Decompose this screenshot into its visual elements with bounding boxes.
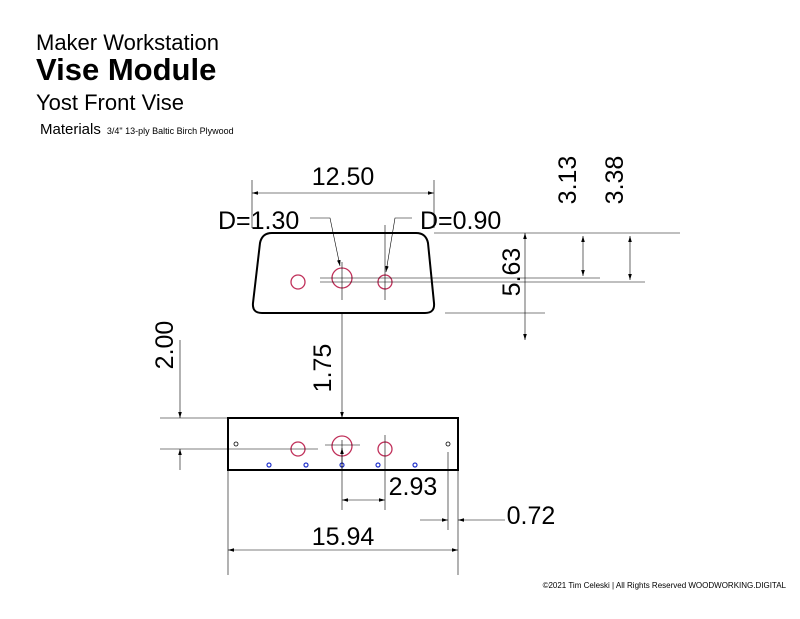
materials: Materials 3/4" 13-ply Baltic Birch Plywoo… [40,121,234,138]
materials-label: Materials [40,121,101,138]
dim-2-93: 2.93 [389,473,438,501]
dim-d-1-30: D=1.30 [218,207,299,235]
dim-5-63: 5.63 [498,248,526,297]
copyright: ©2021 Tim Celeski | All Rights Reserved … [542,581,786,590]
dim-0-72: 0.72 [507,502,556,530]
dim-d-0-90: D=0.90 [420,207,501,235]
materials-value: 3/4" 13-ply Baltic Birch Plywood [106,126,234,136]
top-view-outline [251,232,436,314]
front-view-outline [227,417,459,471]
dim-15-94: 15.94 [312,523,375,551]
pin-holes [266,462,418,468]
dim-3-13: 3.13 [554,156,582,205]
dim-2-00: 2.00 [151,321,179,370]
dim-12-50: 12.50 [312,163,375,191]
dim-3-38: 3.38 [601,156,629,205]
subtitle: Maker Workstation [36,30,219,55]
top-holes [290,267,393,290]
dim-1-75: 1.75 [309,344,337,393]
part-name: Yost Front Vise [36,90,184,115]
page-title: Vise Module [36,52,217,87]
front-lines [160,313,505,575]
top-lines [251,180,680,340]
